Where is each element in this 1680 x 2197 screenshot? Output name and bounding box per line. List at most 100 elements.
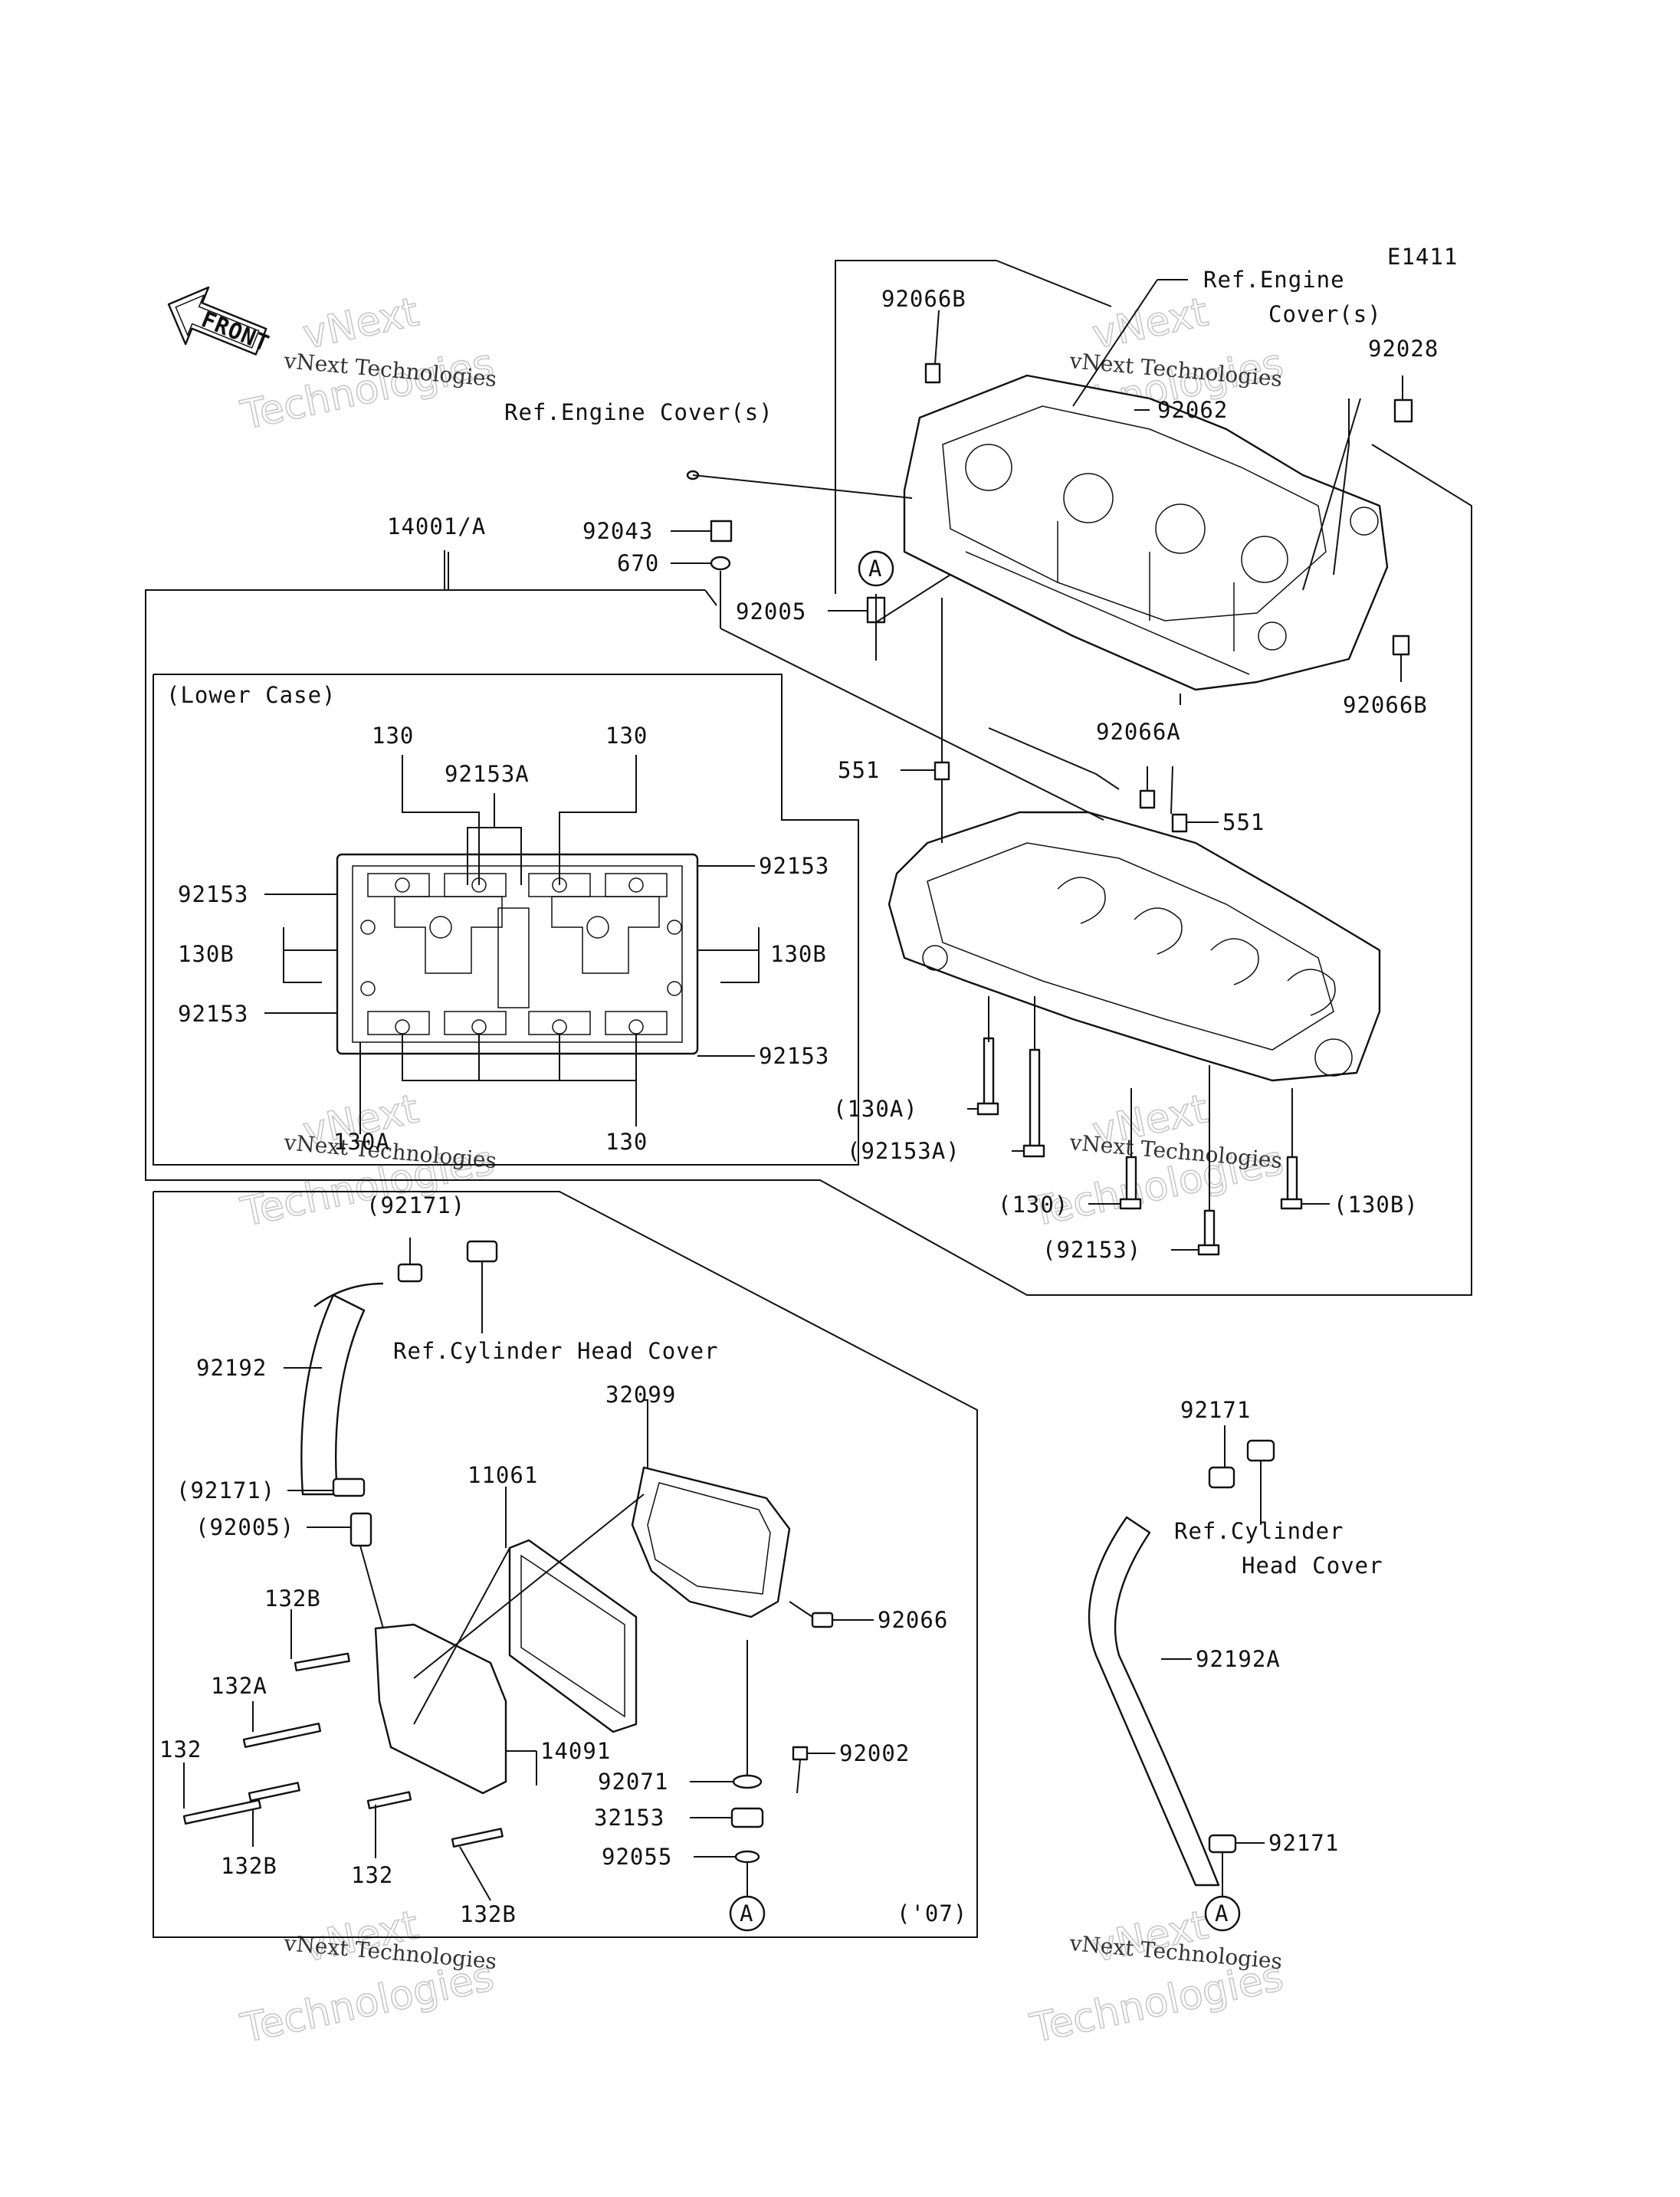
plug-92066	[811, 1612, 834, 1628]
bolt-132	[182, 1799, 262, 1825]
bolt-132-b	[366, 1791, 412, 1809]
cap-92066B-right	[1392, 635, 1410, 656]
watermark-text: vNext	[299, 289, 422, 358]
label-92153: 92153	[759, 853, 829, 879]
clamp-92171-right-top	[1208, 1466, 1235, 1489]
bolt-130A	[983, 1037, 995, 1109]
circle-a-top: A	[858, 550, 894, 587]
part-labels: Ref.Engine Cover(s) 92066B 92028 92062 R…	[159, 267, 1439, 1927]
label-ref-engine-cover: Ref.Engine	[1203, 267, 1345, 293]
label-92066A: 92066A	[1096, 719, 1181, 745]
bolt-92153A	[1029, 1048, 1041, 1151]
label-92153A: 92153A	[445, 761, 530, 787]
watermark-text: vNext	[1088, 289, 1212, 358]
bolt-132A	[242, 1723, 322, 1748]
circle-a-bottom: A	[729, 1895, 766, 1932]
label-92153A: (92153A)	[847, 1138, 960, 1164]
label-130: 130	[605, 1129, 648, 1155]
lower-crankcase	[888, 811, 1381, 1082]
label-14001A: 14001/A	[387, 513, 486, 539]
clamp-92171-right-bottom	[1208, 1834, 1237, 1854]
fitting-92005	[349, 1512, 372, 1547]
label-132: 132	[351, 1862, 393, 1888]
upper-crankcase	[903, 374, 1389, 691]
label-92005: 92005	[736, 598, 806, 625]
bolt-92153	[1203, 1209, 1216, 1251]
label-92153: 92153	[759, 1043, 829, 1069]
circle-a-right: A	[1204, 1895, 1241, 1932]
label-ref-engine-cover: Ref.Engine Cover(s)	[504, 399, 773, 425]
group-outline-upper	[145, 260, 1472, 1296]
oil-pan-32099	[631, 1466, 791, 1618]
cap-92066A	[1139, 789, 1156, 809]
label-ref-cylinder-head-cover: Ref.Cylinder Head Cover	[393, 1338, 719, 1364]
label-92066: 92066	[878, 1607, 948, 1633]
bolt-132B-3	[451, 1828, 504, 1848]
label-92192: 92192	[196, 1355, 267, 1381]
label-92002: 92002	[839, 1740, 910, 1766]
cover-14091	[374, 1623, 507, 1795]
label-130A: (130A)	[833, 1096, 918, 1122]
bolt-130B	[1286, 1156, 1298, 1205]
label-92062: 92062	[1157, 397, 1228, 423]
dowel-92043	[710, 520, 733, 543]
seal-92071	[732, 1774, 763, 1789]
leader-lines-oil-pan	[183, 1238, 874, 1901]
bolt-132B-2	[248, 1782, 300, 1802]
lower-case-plan	[336, 853, 699, 1055]
dowel-551-right	[1171, 813, 1188, 833]
label-132A: 132A	[211, 1673, 267, 1699]
o-ring-670	[710, 556, 731, 571]
circle-a-label: A	[868, 556, 882, 582]
label-92071: 92071	[598, 1769, 668, 1795]
circle-a-label: A	[1215, 1900, 1229, 1926]
clamp-92171-mid	[332, 1477, 366, 1497]
label-130A: 130A	[333, 1129, 390, 1155]
label-132B: 132B	[264, 1585, 321, 1612]
label-92171: 92171	[1180, 1397, 1251, 1423]
gasket-11061	[508, 1539, 638, 1733]
circle-a-label: A	[740, 1900, 753, 1926]
lower-case-box	[153, 674, 859, 1166]
label-ref-cylinder-head-cover: Ref.Cylinder	[1174, 1518, 1344, 1544]
label-132: 132	[159, 1736, 202, 1763]
label-130B: (130B)	[1334, 1192, 1419, 1218]
label-92028: 92028	[1368, 336, 1439, 362]
label-92171: (92171)	[176, 1477, 275, 1503]
label-130B: 130B	[770, 941, 827, 967]
label-92066B: 92066B	[1343, 692, 1428, 718]
oil-pan-group-box	[153, 1191, 978, 1938]
label-92153: 92153	[178, 881, 248, 907]
label-130: 130	[605, 723, 648, 749]
cap-92028	[1393, 398, 1413, 423]
o-ring-92055	[734, 1850, 760, 1864]
bolt-92002	[792, 1746, 809, 1761]
label-32153: 32153	[594, 1805, 664, 1831]
label-11061: 11061	[468, 1462, 538, 1488]
label-551: 551	[838, 757, 880, 783]
leader-lines-upper	[448, 279, 1403, 1251]
oil-pan-group	[182, 1240, 834, 1864]
bolt-130	[1125, 1156, 1137, 1205]
leader-lines-lower-case	[264, 755, 760, 1134]
label-92171: (92171)	[366, 1192, 465, 1218]
label-ref-cylinder-head-cover: Head Cover	[1242, 1553, 1383, 1579]
bolt-132B-1	[294, 1652, 350, 1672]
watermark-top-left: vNext Technologies vNext Technologies	[236, 289, 498, 440]
front-label: FRONT	[198, 306, 273, 356]
label-14091: 14091	[540, 1738, 611, 1764]
label-92153: 92153	[178, 1001, 248, 1027]
label-92043: 92043	[582, 518, 653, 544]
label-132B: 132B	[460, 1901, 517, 1927]
cap-92066B	[924, 362, 941, 384]
label-551: 551	[1222, 809, 1265, 835]
label-92066B: 92066B	[881, 286, 966, 312]
label-132B: 132B	[221, 1853, 277, 1879]
label-year: ('07)	[897, 1900, 967, 1926]
label-32099: 32099	[605, 1382, 676, 1408]
label-130: (130)	[998, 1192, 1068, 1218]
label-92055: 92055	[602, 1844, 672, 1870]
label-92192A: 92192A	[1196, 1646, 1281, 1672]
label-lower-case: (Lower Case)	[166, 682, 336, 708]
